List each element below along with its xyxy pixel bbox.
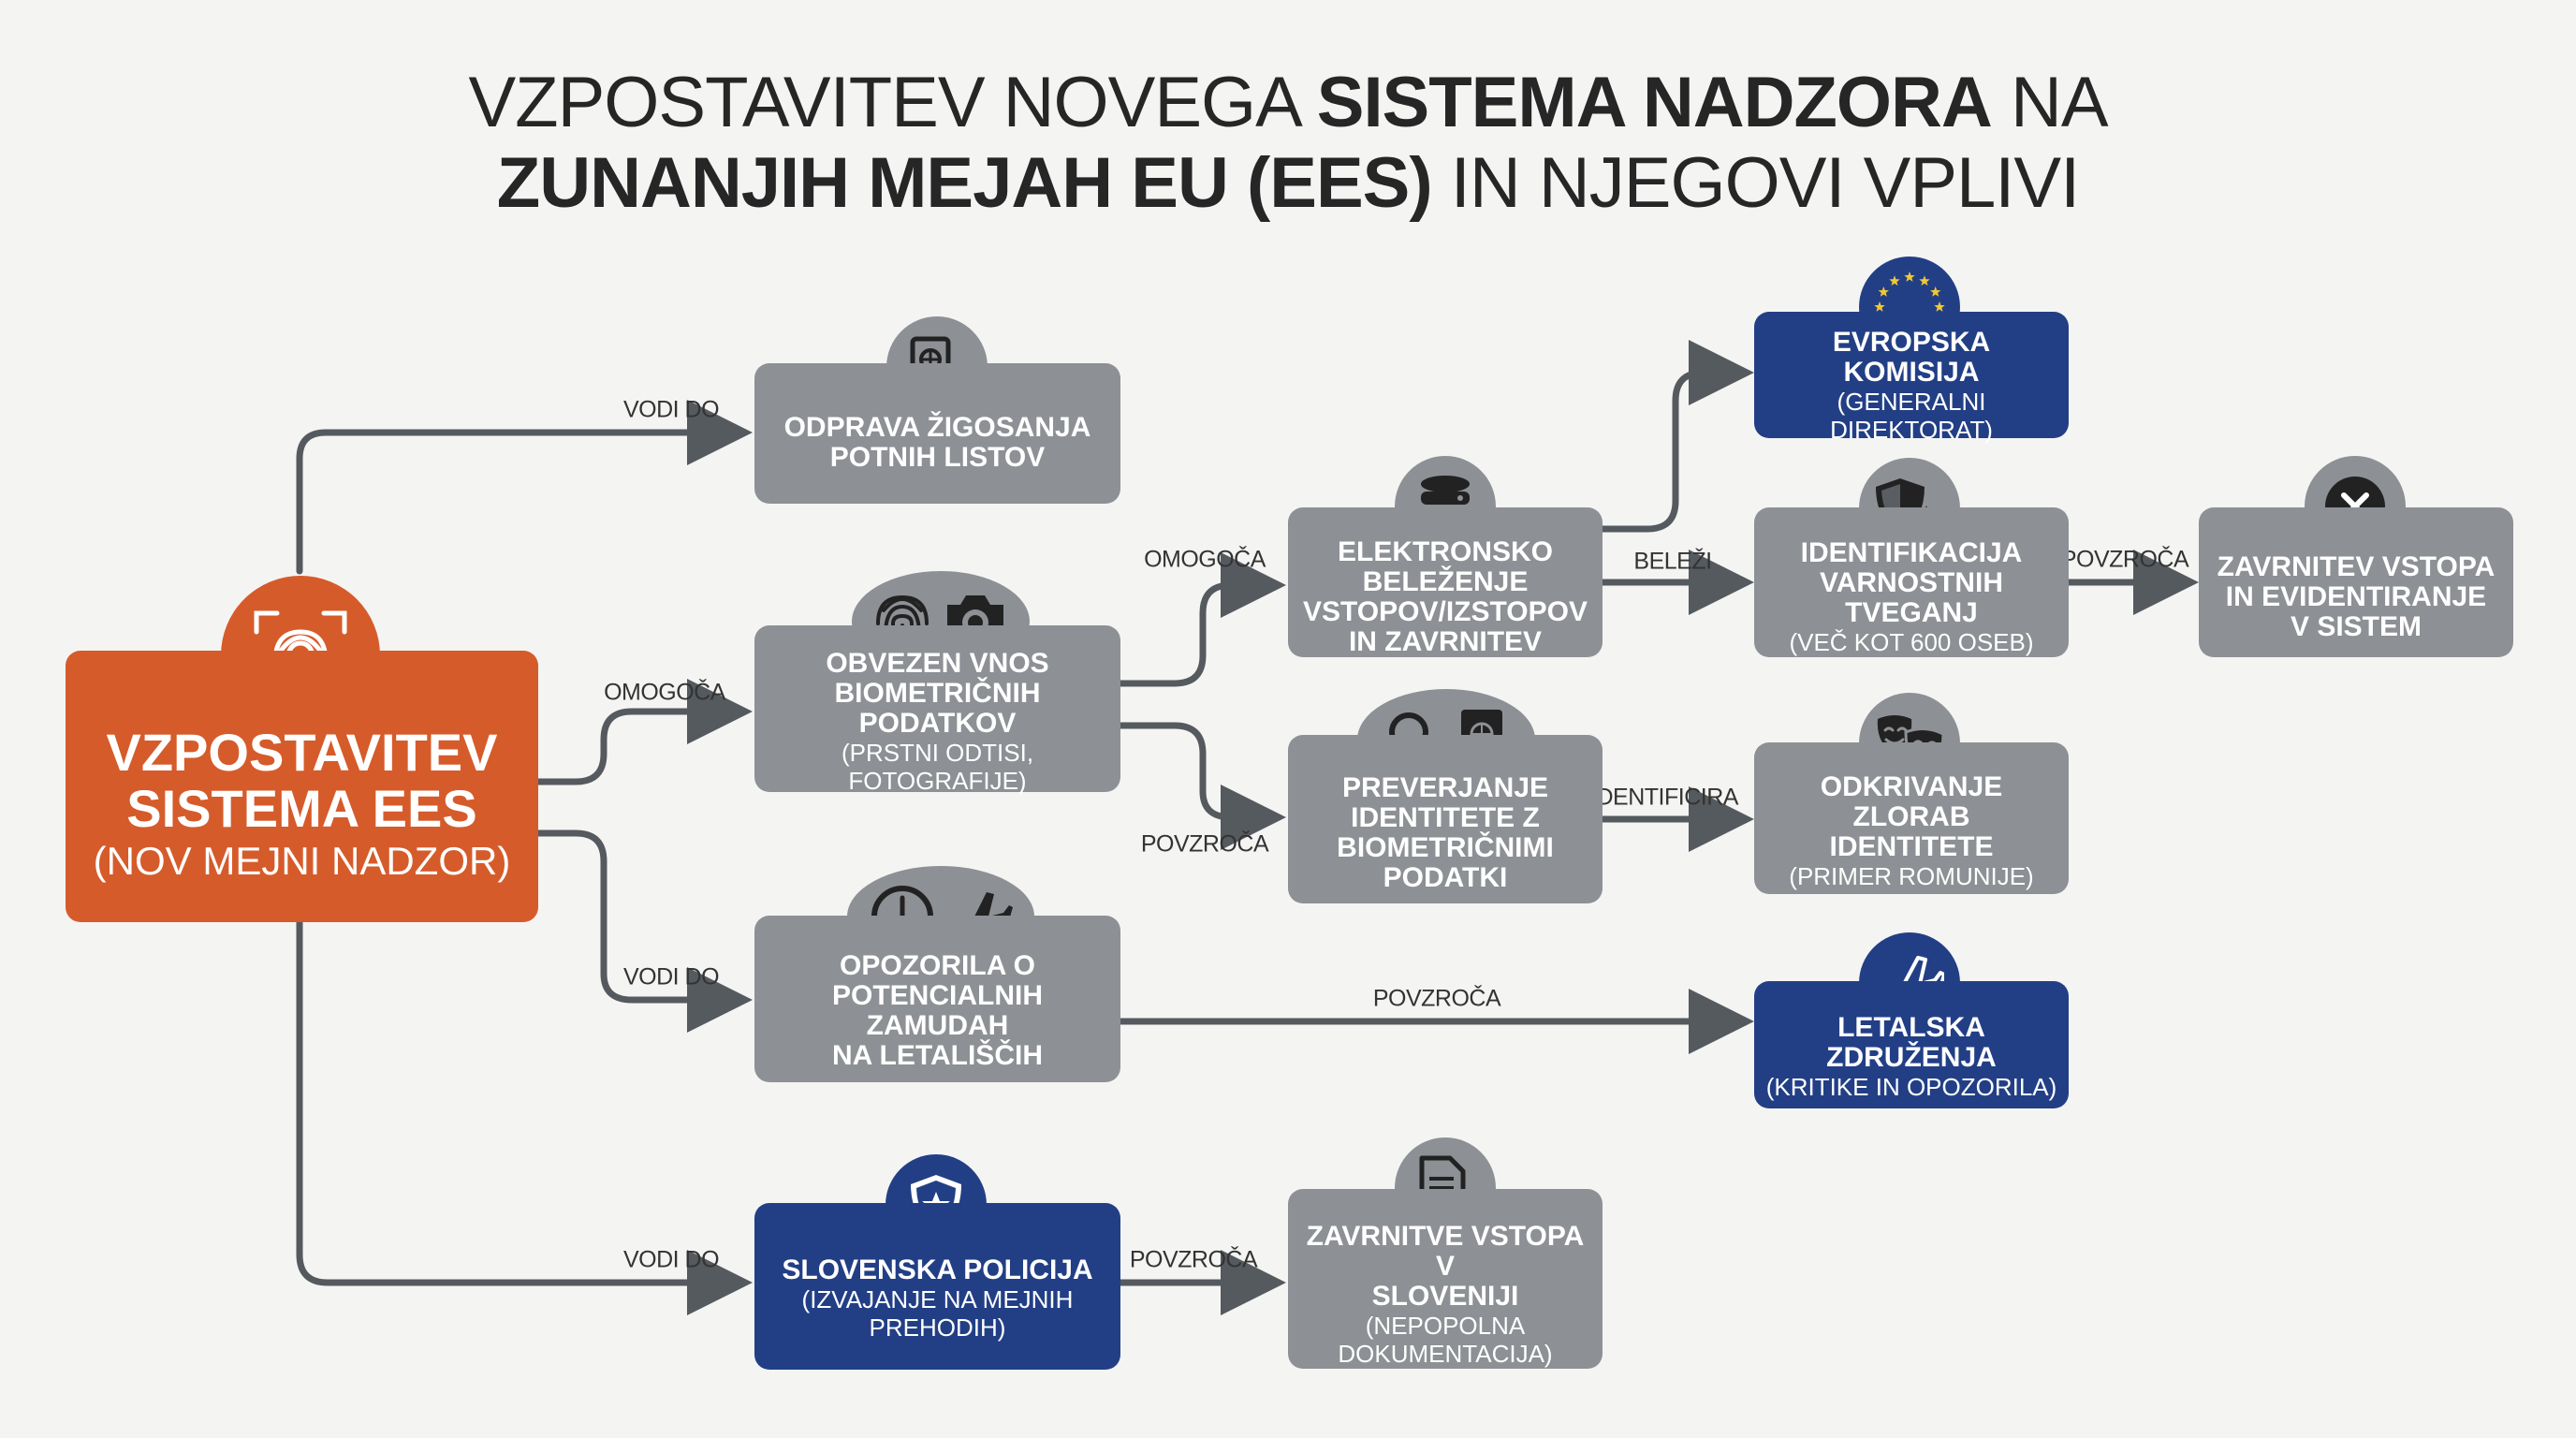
node-ees-subtitle: (NOV MEJNI NADZOR) xyxy=(93,839,511,883)
edge-ees-police xyxy=(296,918,753,1315)
edge-label-delays-airlines: POVZROČA xyxy=(1372,985,1501,1012)
node-risks[interactable]: IDENTIFIKACIJA VARNOSTNIH TVEGANJ (VEČ K… xyxy=(1754,507,2069,657)
node-commission[interactable]: EVROPSKA KOMISIJA (GENERALNI DIREKTORAT) xyxy=(1754,312,2069,444)
node-risks-subtitle: (VEČ KOT 600 OSEB) xyxy=(1789,628,2034,656)
node-abuse-title: ODKRIVANJE ZLORAB IDENTITETE xyxy=(1820,771,2003,862)
node-commission-subtitle: (GENERALNI DIREKTORAT) xyxy=(1830,387,1993,444)
node-abuse[interactable]: ODKRIVANJE ZLORAB IDENTITETE (PRIMER ROM… xyxy=(1754,742,2069,894)
edge-label-recording-risks: BELEŽI xyxy=(1633,548,1712,575)
node-recording[interactable]: ELEKTRONSKO BELEŽENJE VSTOPOV/IZSTOPOV I… xyxy=(1288,507,1603,657)
node-refusals-si-subtitle: (NEPOPOLNA DOKUMENTACIJA) xyxy=(1338,1312,1553,1368)
node-airlines-title: LETALSKA ZDRUŽENJA xyxy=(1826,1012,1997,1073)
edge-ees-stamping xyxy=(296,400,753,575)
title-line2-bold: ZUNANJIH MEJAH EU (EES) xyxy=(496,143,1433,223)
edge-label-risks-refusal: POVZROČA xyxy=(2060,546,2189,573)
node-ees[interactable]: VZPOSTAVITEV SISTEMA EES (NOV MEJNI NADZ… xyxy=(66,651,538,922)
node-refusals-si[interactable]: ZAVRNITVE VSTOPA V SLOVENIJI (NEPOPOLNA … xyxy=(1288,1189,1603,1369)
node-ees-title: VZPOSTAVITEV SISTEMA EES xyxy=(106,723,498,838)
edge-ees-delays xyxy=(534,829,753,1033)
edge-label-ees-delays: VODI DO xyxy=(622,963,720,990)
edge-biometric-verification xyxy=(1115,722,1286,850)
edge-label-ees-biometric: OMOGOČA xyxy=(604,679,725,706)
title-line-2: ZUNANJIH MEJAH EU (EES) IN NJEGOVI VPLIV… xyxy=(0,148,2576,219)
title-line1-pre: VZPOSTAVITEV NOVEGA xyxy=(468,63,1317,142)
edge-label-verification-abuse: IDENTIFICIRA xyxy=(1590,784,1738,811)
title-line1-bold: SISTEMA NADZORA xyxy=(1316,63,1993,142)
edge-label-police-refusals: POVZROČA xyxy=(1129,1246,1258,1273)
node-airlines[interactable]: LETALSKA ZDRUŽENJA (KRITIKE IN OPOZORILA… xyxy=(1754,981,2069,1108)
node-biometric[interactable]: OBVEZEN VNOS BIOMETRIČNIH PODATKOV (PRST… xyxy=(754,625,1120,795)
node-commission-title: EVROPSKA KOMISIJA xyxy=(1832,326,1991,388)
edge-label-ees-police: VODI DO xyxy=(622,1246,720,1273)
title-line2-post: IN NJEGOVI VPLIVI xyxy=(1431,143,2080,223)
node-verification[interactable]: PREVERJANJE IDENTITETE Z BIOMETRIČNIMI P… xyxy=(1288,735,1603,903)
edge-label-biometric-recording: OMOGOČA xyxy=(1144,546,1266,573)
node-delays-title: OPOZORILA O POTENCIALNIH ZAMUDAH NA LETA… xyxy=(832,950,1043,1071)
node-stamping-title: ODPRAVA ŽIGOSANJA POTNIH LISTOV xyxy=(783,412,1091,473)
node-stamping[interactable]: ODPRAVA ŽIGOSANJA POTNIH LISTOV xyxy=(754,363,1120,504)
node-airlines-subtitle: (KRITIKE IN OPOZORILA) xyxy=(1765,1073,2057,1101)
title-line1-post: NA xyxy=(1991,63,2109,142)
node-refusals-si-title: ZAVRNITVE VSTOPA V SLOVENIJI xyxy=(1306,1221,1585,1312)
title-line-1: VZPOSTAVITEV NOVEGA SISTEMA NADZORA NA xyxy=(0,67,2576,139)
node-refusal-system-title: ZAVRNITEV VSTOPA IN EVIDENTIRANJE V SIST… xyxy=(2217,551,2496,642)
node-biometric-subtitle: (PRSTNI ODTISI, FOTOGRAFIJE) xyxy=(841,739,1034,795)
edge-label-biometric-verification: POVZROČA xyxy=(1140,830,1269,858)
node-biometric-title: OBVEZEN VNOS BIOMETRIČNIH PODATKOV xyxy=(826,648,1049,739)
node-delays[interactable]: OPOZORILA O POTENCIALNIH ZAMUDAH NA LETA… xyxy=(754,916,1120,1082)
node-refusal-system[interactable]: ZAVRNITEV VSTOPA IN EVIDENTIRANJE V SIST… xyxy=(2199,507,2513,657)
node-police-title: SLOVENSKA POLICIJA xyxy=(782,1255,1093,1285)
node-police[interactable]: SLOVENSKA POLICIJA (IZVAJANJE NA MEJNIH … xyxy=(754,1203,1120,1370)
node-police-subtitle: (IZVAJANJE NA MEJNIH PREHODIH) xyxy=(801,1285,1074,1342)
edge-ees-biometric xyxy=(534,679,753,785)
node-verification-title: PREVERJANJE IDENTITETE Z BIOMETRIČNIMI P… xyxy=(1337,772,1554,893)
node-recording-title: ELEKTRONSKO BELEŽENJE VSTOPOV/IZSTOPOV I… xyxy=(1303,536,1588,657)
node-abuse-subtitle: (PRIMER ROMUNIJE) xyxy=(1789,862,2034,890)
edge-recording-commission xyxy=(1597,340,1754,533)
edge-biometric-recording xyxy=(1115,552,1286,687)
edge-label-ees-stamping: VODI DO xyxy=(622,396,720,423)
node-risks-title: IDENTIFIKACIJA VARNOSTNIH TVEGANJ xyxy=(1800,537,2023,628)
